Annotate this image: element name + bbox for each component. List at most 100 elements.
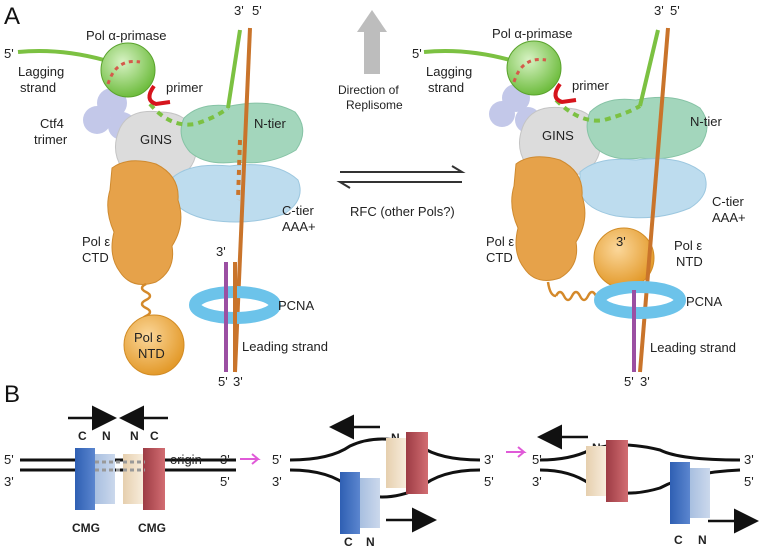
n-label-1: N [102,429,111,443]
b2-bluelight-block [360,478,380,528]
pol-e-ctd-density [107,160,182,285]
transition-middle: Direction of Replisome RFC (other Pols?) [336,10,466,219]
n-label-2: N [130,429,139,443]
cmg2-n-block [123,454,143,504]
lagging-5prime: 5' [4,46,14,61]
lagging-upper-green [226,29,242,109]
b2-5prime-bot: 5' [484,474,494,489]
lagging-dashed-right [554,98,641,123]
pol-alpha-sphere [100,42,156,98]
c-tier-label-2: AAA+ [282,219,316,234]
panel-b-step2: N C 5' 3' 3' 5' C N [272,414,494,547]
gins-label-right: GINS [542,128,574,143]
bottom-5prime: 5' [218,374,228,389]
panel-b-step3: N C 5' 3' 3' 5' C N [532,424,759,547]
leading-strand-orange-dash [236,139,242,201]
gins-label: GINS [140,132,172,147]
b3-5prime-top: 5' [532,452,542,467]
panel-a-label: A [4,3,20,30]
lagging-label-1: Lagging [18,64,64,79]
bottom-5prime-right: 5' [624,374,634,389]
bottom-3prime-right: 3' [640,374,650,389]
n-tier-label-right: N-tier [690,114,722,129]
direction-label-1: Direction of [338,83,399,97]
top-5prime-right: 5' [670,3,680,18]
c-tier-label-right-2: AAA+ [712,210,746,225]
replisome-left: 5' 3' 5' Pol α-primase Lagging strand pr… [4,3,328,389]
c-tier-density [171,164,301,223]
equilibrium-arrow-back [336,181,462,189]
linker-tail-right [546,281,557,298]
b3-3prime-top: 3' [744,452,754,467]
cmg-label-1: CMG [72,521,100,535]
cmg1-n-block [95,454,115,504]
pol-e-ntd-label-2: NTD [138,346,165,361]
top-3prime-right: 3' [654,3,664,18]
pol-e-ntd-sphere [123,314,185,376]
ctf4-label-1: Ctf4 [40,116,64,131]
top-3prime: 3' [234,3,244,18]
b2-3prime-top: 3' [484,452,494,467]
lagging-upper-green-right [638,29,660,107]
b2-tan-block [386,438,406,488]
pol-e-ctd-label-2: CTD [82,250,109,265]
b1-3prime-top: 3' [220,452,230,467]
cmg-label-2: CMG [138,521,166,535]
leading-strand-label-right: Leading strand [650,340,736,355]
origin-label: origin [170,452,202,467]
step-arrow-1 [240,453,261,465]
direction-label-2: Replisome [346,98,403,112]
primer-red [147,84,171,107]
b2-blue-block [340,472,360,534]
leading-strand-label: Leading strand [242,339,328,354]
primer-red-right [553,82,577,105]
b2-top-strand [289,437,481,462]
b1-5prime-bot: 5' [220,474,230,489]
c-label-2: C [150,429,159,443]
equilibrium-arrow-forward [340,165,466,173]
direction-arrow [357,10,387,74]
n-tier-density [180,102,304,164]
c-tier-density-right [579,158,707,219]
b3-bluelight-block [690,468,710,518]
b1-5prime-top: 5' [4,452,14,467]
lagging-strand-green-right [423,49,511,62]
b1-3prime-bot: 3' [4,474,14,489]
b2-3prime-bot: 3' [272,474,282,489]
rfc-label: RFC (other Pols?) [350,204,455,219]
n-tier-label: N-tier [254,116,286,131]
b3-n-low: N [698,533,707,547]
pol-alpha-label: Pol α-primase [86,28,166,43]
pol-e-ntd-label-1: Pol ε [134,330,162,345]
replisome-right: 5' 3' 5' Pol α-primase Lagging strand pr… [412,3,746,389]
pol-e-ntd-label-right-1: Pol ε [674,238,702,253]
b3-c-low: C [674,533,683,547]
cmg1-c-block [75,448,95,510]
primer-label: primer [166,80,204,95]
pol-e-ctd-density-right [511,156,586,281]
b3-3prime-bot: 3' [532,474,542,489]
pol-e-ctd-label-1: Pol ε [82,234,110,249]
lagging-dashed [148,102,230,127]
lagging-5prime-right: 5' [412,46,422,61]
b2-5prime-top: 5' [272,452,282,467]
pol-alpha-sphere-right [506,40,562,96]
pcna-ring-right [594,281,686,319]
b3-top-strand [539,443,741,462]
primer-label-right: primer [572,78,610,93]
pcna-label-right: PCNA [686,294,722,309]
cmg2-c-block [143,448,165,510]
b3-5prime-bot: 5' [744,474,754,489]
panel-b-step1: C N N C 5' 3' 3' 5' origin CMG CMG [4,405,236,535]
pol-e-ntd-label-right-2: NTD [676,254,703,269]
lagging-label-right-2: strand [428,80,464,95]
step-arrow-2 [506,446,527,458]
b2-red-block [406,432,428,494]
panel-b-label: B [4,381,20,408]
c-tier-label-right-1: C-tier [712,194,744,209]
lead-3prime-right: 3' [616,234,626,249]
ctf4-label-2: trimer [34,132,68,147]
b2-c-low: C [344,535,353,547]
